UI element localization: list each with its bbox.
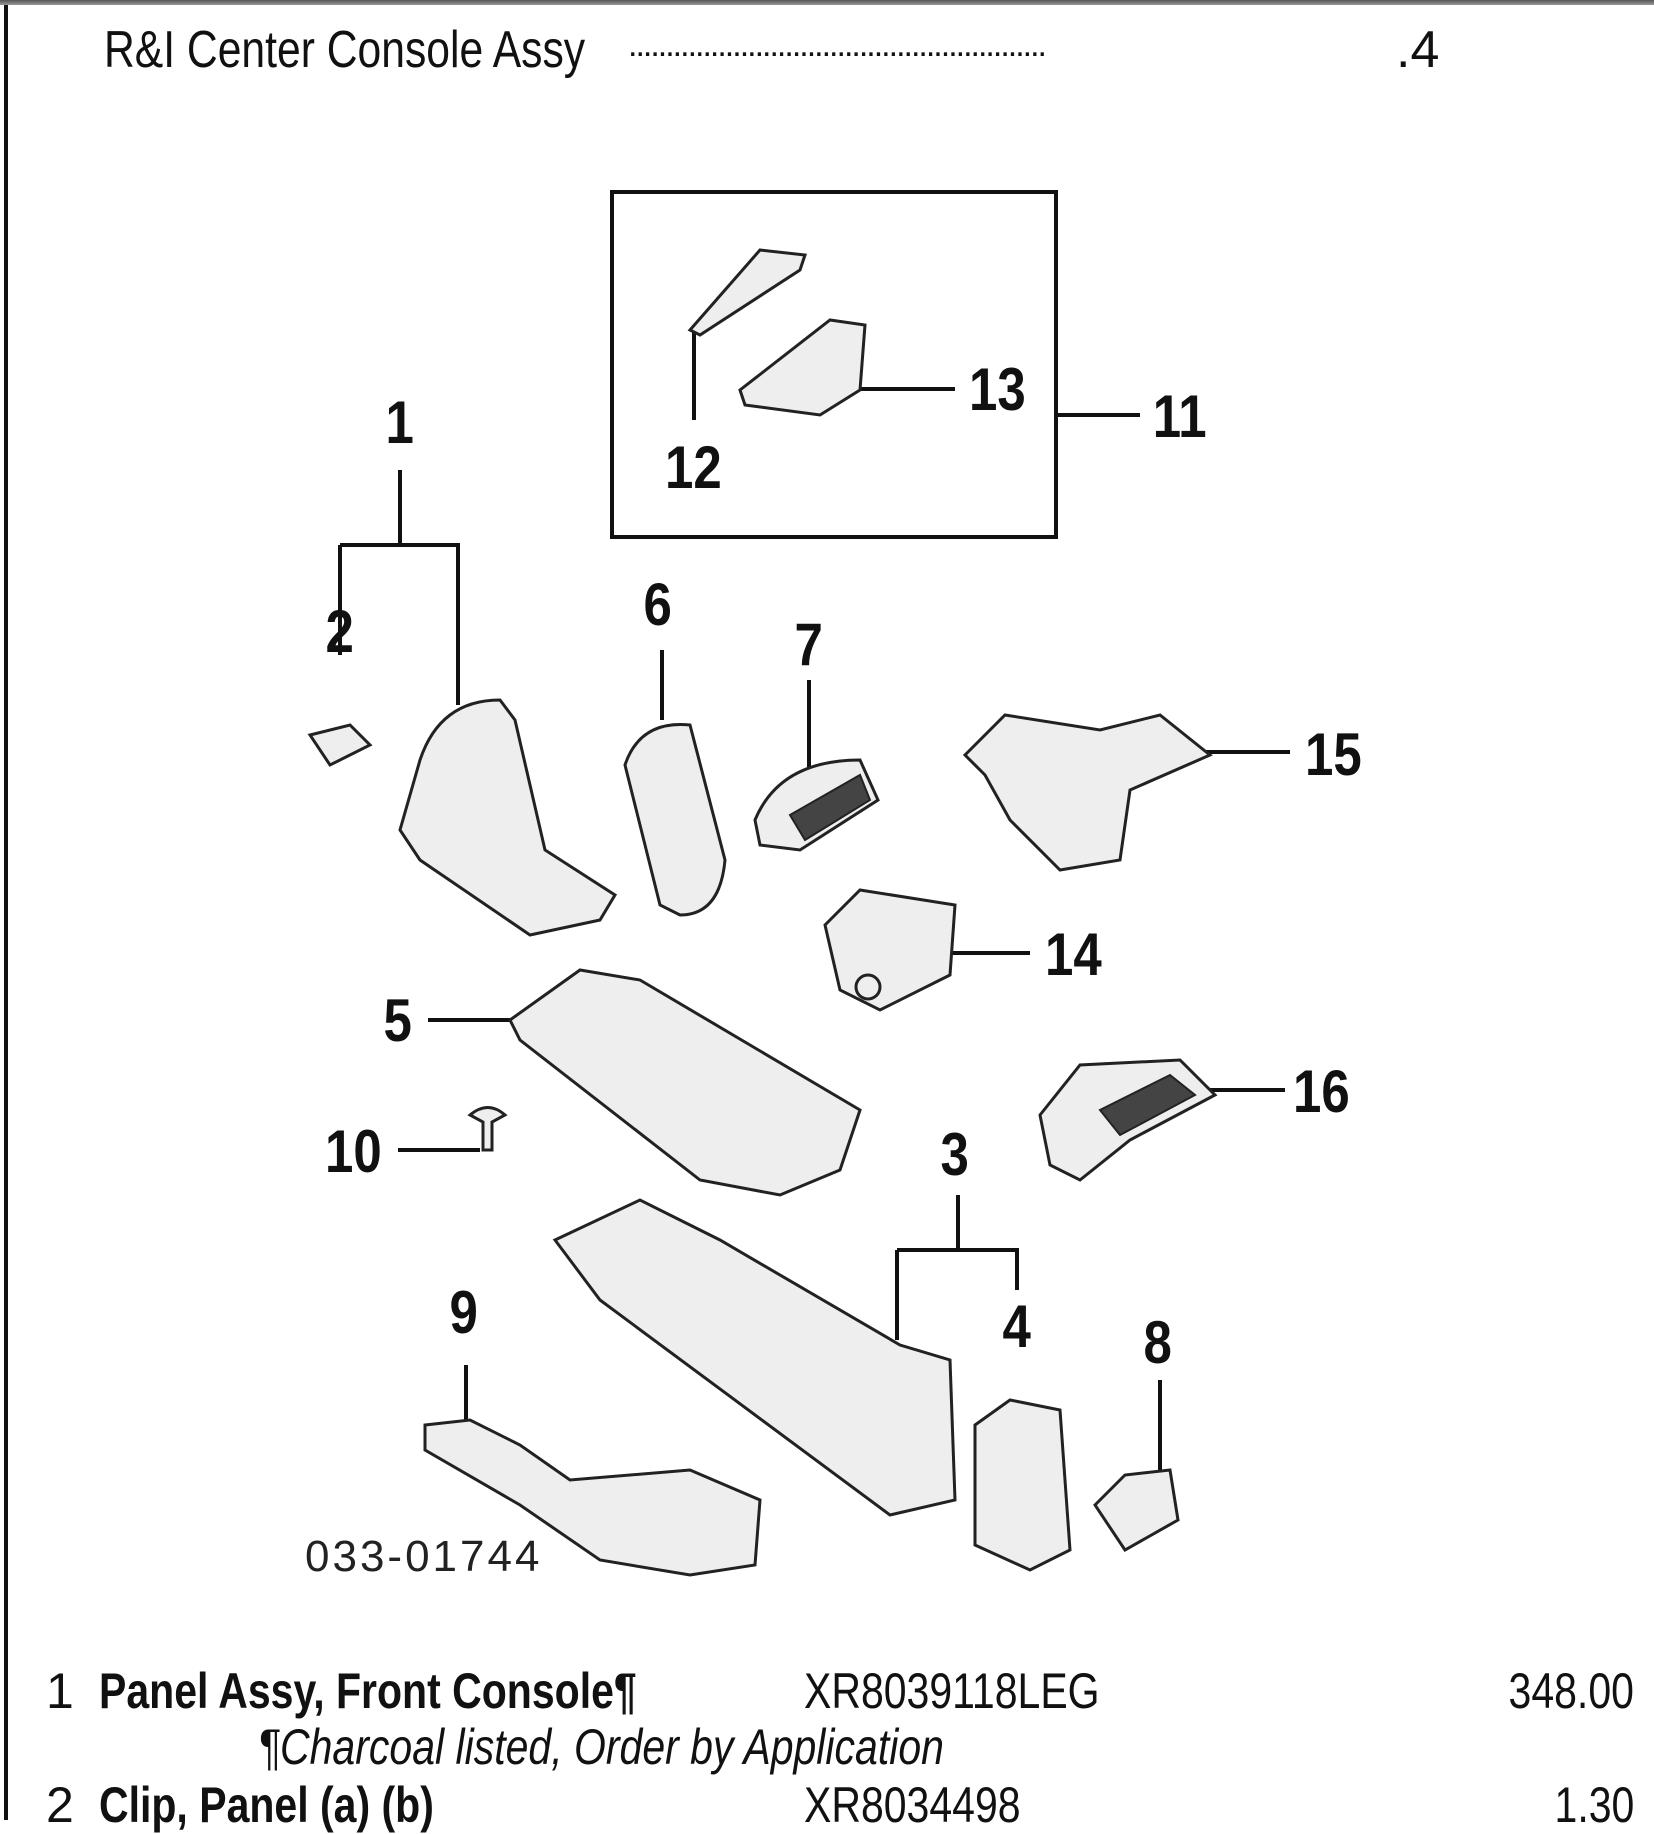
part-4-bezel	[973, 1398, 1072, 1572]
callout-14: 14	[1045, 921, 1102, 988]
part-1-panel	[398, 698, 618, 937]
leader-lines-kit	[692, 330, 1140, 420]
callout-4: 4	[1002, 1293, 1031, 1360]
part-price: 348.00	[1508, 1663, 1634, 1719]
part-number-ref: 1	[46, 1663, 74, 1719]
part-price: 1.30	[1554, 1777, 1634, 1833]
part-number: XR8039118LEG	[804, 1663, 1100, 1719]
leader-lines-1-2	[338, 470, 460, 705]
callout-5: 5	[383, 987, 412, 1054]
callout-9: 9	[449, 1279, 478, 1346]
callout-7: 7	[794, 611, 823, 678]
part-3-console	[552, 1198, 957, 1517]
kit-box	[610, 190, 1058, 539]
page-border-top	[0, 0, 1654, 5]
part-2-clip	[307, 723, 373, 767]
part-7-grille	[788, 773, 872, 842]
callout-13: 13	[969, 356, 1026, 423]
part-5-panel	[508, 968, 862, 1197]
part-number: XR8034498	[804, 1777, 1021, 1833]
section-title: R&I Center Console Assy	[104, 21, 586, 79]
callout-16: 16	[1293, 1058, 1350, 1125]
part-number-ref: 2	[46, 1777, 74, 1833]
part-description: Panel Assy, Front Console¶	[99, 1663, 637, 1719]
part-13-switch	[738, 318, 867, 417]
part-16-grille	[1098, 1073, 1197, 1137]
page-border-left	[4, 0, 8, 1820]
part-8-cover	[1093, 1468, 1180, 1552]
callout-11: 11	[1152, 383, 1207, 450]
part-14-socket	[823, 888, 957, 1012]
part-14-hole	[854, 973, 882, 1001]
part-12-trim	[687, 248, 808, 337]
labor-time: .4	[1396, 21, 1440, 79]
callout-3: 3	[940, 1121, 969, 1188]
part-note: ¶Charcoal listed, Order by Application	[258, 1719, 944, 1775]
callout-2: 2	[325, 598, 354, 665]
part-description: Clip, Panel (a) (b)	[99, 1777, 434, 1833]
callout-1: 1	[385, 389, 414, 456]
callout-6: 6	[643, 571, 672, 638]
part-6-lid	[623, 723, 727, 917]
callout-8: 8	[1143, 1309, 1172, 1376]
figure-id: 033-01744	[305, 1532, 543, 1581]
leader-3-4	[895, 1195, 1019, 1340]
callout-12: 12	[665, 434, 722, 501]
callout-10: 10	[325, 1118, 382, 1185]
part-9-bracket	[423, 1418, 762, 1577]
dot-leader: ........................................…	[628, 26, 1047, 64]
part-10-clip	[467, 1106, 508, 1152]
callout-15: 15	[1305, 721, 1362, 788]
part-15-tray	[962, 713, 1213, 872]
